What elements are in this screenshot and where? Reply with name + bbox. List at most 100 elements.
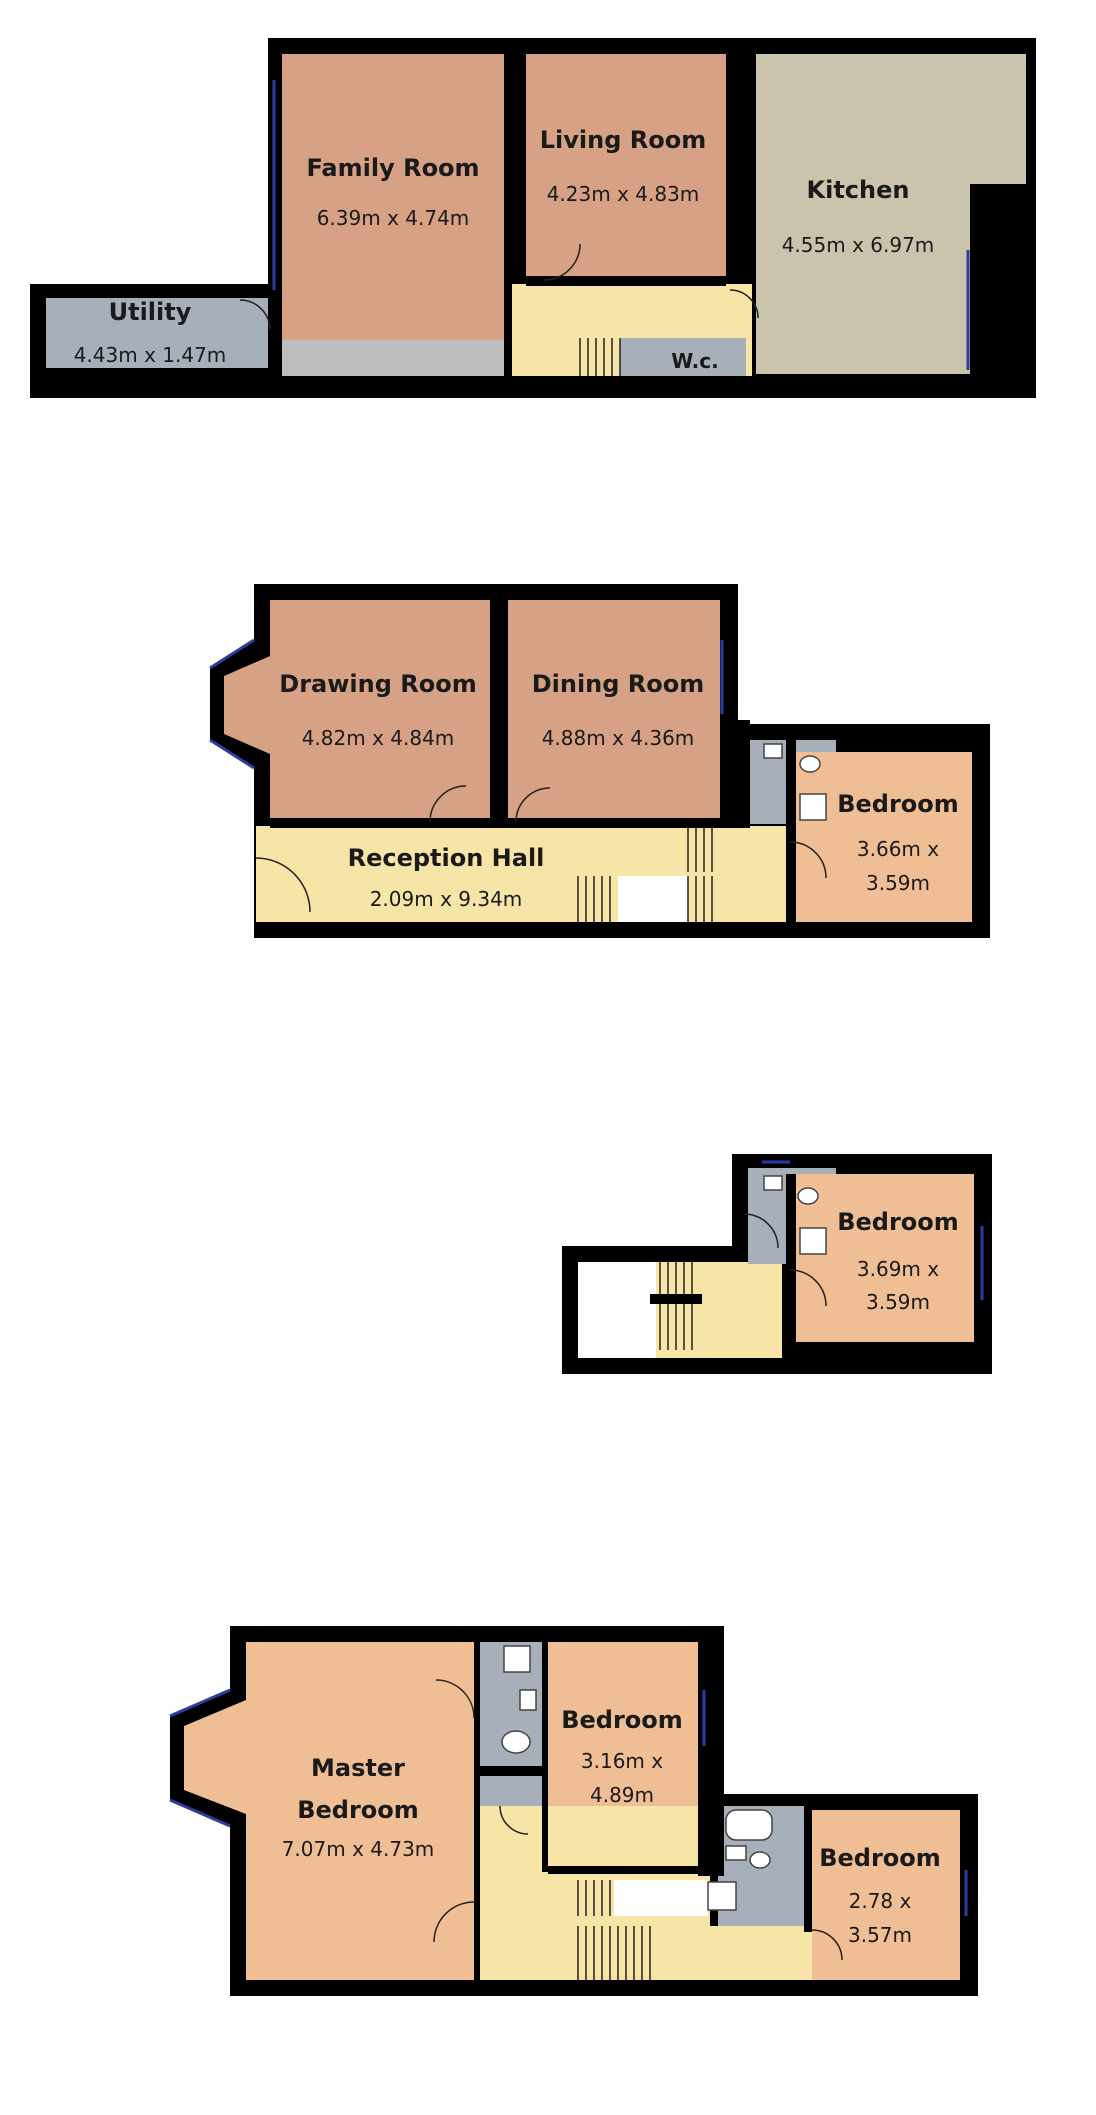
- reception-hall-floor: [256, 826, 786, 922]
- toilet-icon: [799, 755, 821, 773]
- kitchen-name: Kitchen: [807, 176, 910, 204]
- partition-wall: [504, 54, 526, 284]
- master-bedroom-name-line2: Bedroom: [297, 1796, 419, 1824]
- stairs: [659, 1262, 693, 1350]
- partition-wall: [490, 600, 508, 822]
- partition-wall: [786, 740, 796, 922]
- stair-void: [578, 1262, 656, 1358]
- bedroom-dimensions-line1: 3.69m x: [857, 1257, 939, 1281]
- glazing: [169, 1688, 231, 1718]
- wc-name: W.c.: [671, 349, 718, 373]
- stairs: [577, 828, 713, 922]
- door-swing: [789, 841, 827, 879]
- door-swing: [811, 1929, 843, 1961]
- bedroom-name: Bedroom: [837, 790, 959, 818]
- toilet-icon: [501, 1730, 531, 1754]
- bedroom-floor: [796, 752, 972, 922]
- floor-half-landing: Bedroom 3.69m x 3.59m: [562, 1154, 992, 1374]
- stair-void: [618, 876, 688, 922]
- door-swing: [499, 1805, 529, 1835]
- glazing: [209, 638, 255, 670]
- glazing: [169, 1798, 231, 1828]
- utility-name: Utility: [109, 298, 192, 326]
- living-room-floor: [526, 54, 726, 278]
- bedroom-name: Bedroom: [837, 1208, 959, 1236]
- door-swing: [435, 1679, 475, 1719]
- partition-wall: [720, 720, 750, 828]
- dining-room-dimensions: 4.88m x 4.36m: [542, 726, 695, 750]
- stairs: [577, 1880, 651, 1980]
- shower-icon: [707, 1881, 737, 1911]
- kitchen-floor: [756, 54, 970, 374]
- shower-icon: [799, 1227, 827, 1255]
- floor-first: Master Bedroom 7.07m x 4.73m Bedroom 3.1…: [169, 1626, 978, 1996]
- shower-icon: [503, 1645, 531, 1673]
- partition-wall: [526, 276, 726, 286]
- door-swing: [433, 1901, 475, 1943]
- partition-wall: [786, 1174, 796, 1342]
- family-room-floor: [282, 54, 504, 340]
- bedroom-a-dimensions-line2: 4.89m: [590, 1783, 654, 1807]
- bedroom-dimensions-line1: 3.66m x: [857, 837, 939, 861]
- glazing: [209, 738, 255, 770]
- sink-icon: [725, 1845, 747, 1861]
- bedroom-b-dimensions-line1: 2.78 x: [849, 1889, 912, 1913]
- kitchen-dimensions: 4.55m x 6.97m: [782, 233, 935, 257]
- drawing-room-dimensions: 4.82m x 4.84m: [302, 726, 455, 750]
- door-swing: [543, 243, 581, 281]
- toilet-icon: [797, 1187, 819, 1205]
- partition-wall: [542, 1642, 548, 1872]
- family-room-name: Family Room: [306, 154, 479, 182]
- reception-hall-name: Reception Hall: [348, 844, 545, 872]
- bedroom-b-name: Bedroom: [819, 1844, 941, 1872]
- living-room-name: Living Room: [540, 126, 706, 154]
- master-bedroom-floor: [184, 1642, 474, 1980]
- utility-dimensions: 4.43m x 1.47m: [74, 343, 227, 367]
- dining-room-name: Dining Room: [532, 670, 705, 698]
- partition-wall: [698, 1756, 724, 1876]
- understairs-store-floor: [282, 340, 504, 376]
- wc-floor: [620, 338, 746, 376]
- stairs: [579, 338, 621, 376]
- partition-wall: [548, 1866, 704, 1874]
- bedroom-a-dimensions-line1: 3.16m x: [581, 1749, 663, 1773]
- door-swing: [743, 1213, 779, 1249]
- bedroom-dimensions-line2: 3.59m: [866, 871, 930, 895]
- partition-wall: [270, 818, 720, 828]
- dining-room-floor: [508, 600, 720, 820]
- utility-floor: [46, 298, 268, 368]
- toilet-icon: [749, 1851, 771, 1869]
- bedroom-floor: [796, 1174, 974, 1342]
- family-room-dimensions: 6.39m x 4.74m: [317, 206, 470, 230]
- landing-floor: [656, 1262, 782, 1358]
- bedroom-dimensions-line2: 3.59m: [866, 1290, 930, 1314]
- stair-divider: [650, 1294, 702, 1304]
- partition-wall: [726, 54, 756, 284]
- bedroom-b-dimensions-line2: 3.57m: [848, 1923, 912, 1947]
- master-bedroom-dimensions: 7.07m x 4.73m: [282, 1837, 435, 1861]
- bedroom-b-floor: [812, 1810, 960, 1980]
- door-swing: [239, 299, 271, 331]
- door-swing: [515, 787, 551, 823]
- partition-wall: [474, 1642, 480, 1980]
- drawing-room-floor: [224, 600, 490, 820]
- partition-wall: [804, 1810, 812, 1932]
- living-room-dimensions: 4.23m x 4.83m: [547, 182, 700, 206]
- stair-void: [614, 1880, 708, 1916]
- master-bedroom-name-line1: Master: [311, 1754, 405, 1782]
- bath-icon: [725, 1809, 773, 1841]
- kitchen-extension-floor: [970, 54, 1026, 184]
- sink-icon: [763, 743, 783, 759]
- bedroom-a-name: Bedroom: [561, 1706, 683, 1734]
- door-swing: [729, 289, 759, 319]
- landing-floor: [700, 1926, 812, 1980]
- entrance-door-swing: [255, 857, 311, 913]
- sink-icon: [519, 1689, 537, 1711]
- partition-wall: [480, 1766, 542, 1776]
- sink-icon: [763, 1175, 783, 1191]
- door-swing: [789, 1269, 827, 1307]
- shower-icon: [799, 793, 827, 821]
- floor-lower: Family Room 6.39m x 4.74m Living Room 4.…: [30, 38, 1036, 398]
- reception-hall-dimensions: 2.09m x 9.34m: [370, 887, 523, 911]
